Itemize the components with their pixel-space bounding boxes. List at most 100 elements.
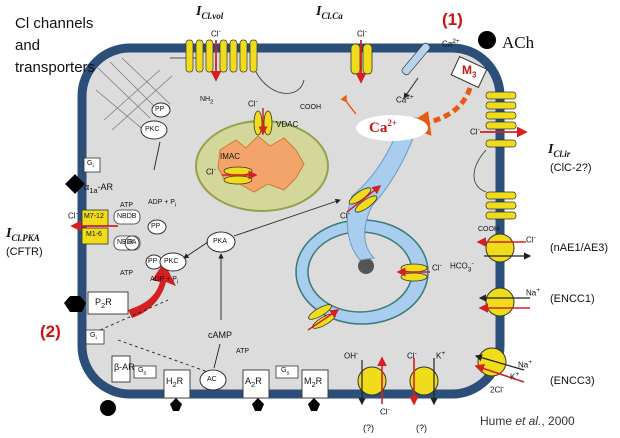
nuclear-channels — [307, 263, 430, 331]
ion-k-bottom: K+ — [436, 350, 446, 361]
mito-channel — [222, 108, 273, 185]
label-unknown-2: (?) — [416, 423, 427, 433]
endoplasmic-reticulum — [346, 117, 421, 261]
channel-icl-ca — [350, 40, 373, 84]
signaling-molecules — [140, 102, 236, 391]
label-nae: (nAE1/AE3) — [550, 242, 609, 254]
ion-cl-nucleus: Cl- — [432, 262, 442, 273]
label-unknown-1: (?) — [363, 423, 374, 433]
channel-icl-vol — [170, 39, 305, 94]
label-atp: ATP — [236, 348, 250, 355]
label-atp-bot: ATP — [120, 270, 134, 277]
ion-cl-vol: Cl- — [211, 28, 221, 39]
label-encc3: (ENCC3) — [550, 375, 595, 387]
ion-oh: OH- — [344, 350, 359, 361]
ion-cl-ca: Cl- — [357, 28, 367, 39]
cytoskeleton — [95, 57, 173, 133]
transporter-encc3 — [474, 347, 525, 383]
ion-2cl-encc3: 2Cl- — [490, 384, 505, 395]
label-ca2-big: Ca2+ — [369, 118, 397, 136]
label-nbdb: NBDB — [117, 213, 137, 220]
ion-cl-bottom-out: Cl- — [380, 406, 390, 417]
receptors-left — [64, 157, 131, 416]
label-icl-pka: ICl.PKA — [6, 226, 40, 243]
pathway-2-arrow — [128, 262, 176, 318]
calcium-channel — [401, 42, 431, 99]
er-channel — [346, 185, 382, 213]
label-pp-mid: PP — [151, 223, 161, 230]
label-m2r: M2R — [304, 376, 323, 389]
signaling-arrows — [99, 141, 341, 373]
label-clc2: (ClC-2?) — [550, 162, 592, 174]
ion-hco3: HCO3- — [450, 260, 474, 274]
exchanger-oh-cl — [357, 356, 387, 406]
title-line-3: transporters — [15, 59, 96, 76]
m3-receptor — [450, 31, 496, 89]
label-vdac: VDAC — [276, 120, 299, 129]
label-m3: M3 — [462, 63, 477, 80]
label-gi-top: Gi — [87, 160, 94, 170]
label-gs-right: Gs — [281, 367, 290, 377]
label-pp-top: PP — [155, 106, 165, 113]
label-cooh-top: COOH — [300, 104, 321, 111]
label-pp-low: PP — [148, 258, 158, 265]
pathway-2-label: (2) — [40, 322, 61, 341]
ion-cl-cftr: Cl- — [68, 210, 78, 221]
ion-cl-er: Cl- — [340, 210, 350, 221]
ion-cl-mito-side: Cl- — [206, 166, 216, 177]
label-adp-bot: ADP + Pi — [150, 276, 179, 286]
label-gs-left: Gs — [138, 367, 147, 377]
label-m712: M7-12 — [84, 213, 104, 220]
title-line-2: and — [15, 37, 41, 54]
channel-icl-ir — [473, 91, 528, 220]
citation: Hume et al., 2000 — [480, 414, 575, 428]
transporter-encc1 — [478, 287, 530, 317]
label-gi-bot: Gi — [90, 332, 97, 342]
ion-na-encc3: Na+ — [518, 359, 533, 370]
label-ca2-in: Ca2+ — [396, 94, 414, 105]
label-cftr: (CFTR) — [6, 246, 43, 258]
label-encc1: (ENCC1) — [550, 293, 595, 305]
label-ca2-out: Ca2+ — [442, 38, 460, 49]
label-adp-top: ADP + Pi — [148, 199, 177, 209]
calcium-signal — [356, 115, 428, 141]
label-m16: M1-6 — [86, 231, 102, 238]
label-ach: ACh — [502, 33, 535, 52]
label-p2r: P2R — [95, 297, 112, 310]
receptors-bottom — [133, 365, 329, 411]
label-nbda: NBDA — [117, 239, 137, 246]
ion-na-encc1: Na+ — [526, 287, 541, 298]
exchanger-cl-k — [409, 358, 439, 406]
transporter-nae1 — [476, 233, 532, 263]
label-r: R — [128, 239, 134, 246]
label-camp: cAMP — [208, 330, 233, 340]
label-nh2: NH2 — [200, 96, 214, 106]
label-icl-ir: ICl.ir — [548, 142, 571, 159]
label-pka: PKA — [213, 238, 228, 245]
label-beta-ar: β-AR — [114, 362, 135, 372]
ion-cl-bottom: Cl- — [407, 350, 417, 361]
label-h2r: H2R — [166, 376, 184, 389]
label-icl-vol: ICl.vol — [196, 4, 224, 21]
ion-cl-ir: Cl- — [470, 126, 480, 137]
label-ac: AC — [207, 376, 217, 383]
ca-to-channel-arrow — [340, 94, 357, 115]
label-pkc-top: PKC — [145, 126, 160, 133]
label-icl-ca: ICl.Ca — [316, 4, 343, 21]
label-pkc-low: PKC — [164, 258, 179, 265]
ion-cl-nae: Cl- — [526, 234, 536, 245]
label-cooh-right: COOH — [478, 226, 499, 233]
label-alpha-ar: α1a-AR — [84, 182, 114, 195]
label-atp-top: ATP — [120, 202, 134, 209]
nucleolus — [358, 258, 374, 274]
title-line-1: Cl channels — [15, 15, 94, 32]
ion-k-encc3: K+ — [510, 371, 520, 382]
ion-cl-mito-top: Cl- — [248, 98, 258, 109]
label-imac: IMAC — [220, 152, 240, 161]
pathway-1-label: (1) — [442, 10, 463, 29]
cell-membrane — [77, 43, 505, 399]
cftr-channel — [70, 209, 141, 251]
label-a2r: A2R — [245, 376, 262, 389]
